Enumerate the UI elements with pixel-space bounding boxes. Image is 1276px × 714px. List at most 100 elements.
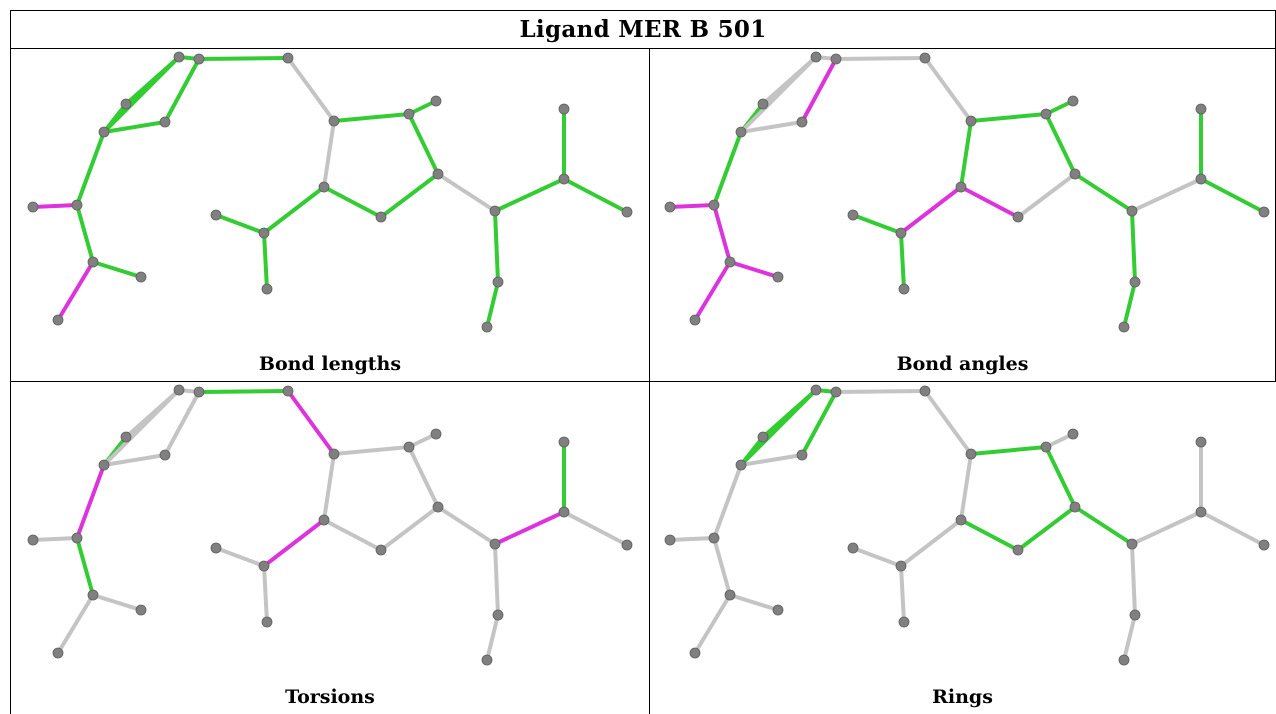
atom: [71, 199, 83, 211]
bond: [286, 389, 336, 456]
atom: [1258, 539, 1270, 551]
atom: [52, 647, 64, 659]
bond: [1130, 510, 1203, 546]
bond: [834, 389, 927, 394]
border-middle: [10, 381, 1276, 382]
bond: [668, 203, 716, 209]
bond: [31, 536, 79, 542]
atom: [689, 314, 701, 326]
atom: [796, 116, 808, 128]
atom: [830, 386, 842, 398]
atom: [689, 647, 701, 659]
bond: [969, 112, 1048, 123]
atom: [1126, 205, 1138, 217]
border-top: [10, 10, 1276, 11]
atom: [489, 538, 501, 550]
bond: [436, 172, 497, 213]
atom: [757, 431, 769, 443]
atom: [895, 560, 907, 572]
bond: [163, 57, 201, 124]
atom: [1126, 538, 1138, 550]
bond: [1122, 613, 1137, 662]
bond: [75, 463, 106, 540]
bond: [332, 112, 411, 123]
bond: [31, 203, 79, 209]
atom: [724, 256, 736, 268]
atom: [919, 52, 931, 64]
atom: [282, 385, 294, 397]
atom: [847, 542, 859, 554]
atom: [810, 51, 822, 63]
bond: [969, 445, 1048, 456]
border-left: [10, 10, 11, 714]
bond: [436, 505, 497, 546]
molecule-bond-lengths: [27, 51, 633, 333]
bond: [332, 445, 411, 456]
atom: [27, 201, 39, 213]
atom: [87, 256, 99, 268]
bond: [712, 203, 732, 264]
atom: [898, 283, 910, 295]
atom: [98, 459, 110, 471]
atom: [481, 321, 493, 333]
atom: [210, 542, 222, 554]
bond: [493, 510, 566, 546]
bond: [197, 56, 290, 61]
atom: [481, 654, 493, 666]
atom: [403, 441, 415, 453]
atom: [1258, 206, 1270, 218]
bond: [712, 536, 732, 597]
bond: [493, 542, 500, 617]
bond: [56, 593, 95, 655]
bond: [91, 260, 143, 279]
atom: [492, 276, 504, 288]
atom: [173, 384, 185, 396]
bond: [1016, 172, 1077, 219]
bond: [91, 593, 143, 612]
atom: [492, 609, 504, 621]
atom: [210, 209, 222, 221]
bond: [693, 593, 732, 655]
bond: [262, 564, 269, 624]
atom: [810, 384, 822, 396]
panel-caption: Rings: [932, 686, 993, 708]
atom: [193, 53, 205, 65]
atom: [489, 205, 501, 217]
atom: [258, 227, 270, 239]
bond: [959, 119, 973, 189]
bond: [163, 390, 201, 457]
panel-rings: Rings: [650, 382, 1275, 714]
bond: [739, 453, 804, 467]
bond: [379, 505, 440, 552]
bond: [562, 510, 629, 547]
atom: [261, 283, 273, 295]
atom: [1195, 103, 1207, 115]
atom: [1012, 211, 1024, 223]
bond: [668, 536, 716, 542]
atom: [1067, 95, 1079, 107]
bond: [197, 389, 290, 394]
atom: [664, 534, 676, 546]
bond: [739, 120, 804, 134]
bond: [899, 185, 963, 235]
atom: [328, 115, 340, 127]
atom: [757, 98, 769, 110]
atom: [87, 589, 99, 601]
figure-title: Ligand MER B 501: [519, 15, 767, 43]
atom: [772, 271, 784, 283]
panel-caption: Bond lengths: [258, 353, 402, 375]
bond: [262, 231, 269, 291]
atom: [1118, 654, 1130, 666]
atom: [432, 501, 444, 513]
atom: [328, 448, 340, 460]
atom: [258, 560, 270, 572]
molecule-bond-angles: [664, 51, 1270, 333]
atom: [965, 115, 977, 127]
atom: [282, 52, 294, 64]
atom: [895, 227, 907, 239]
panel-torsions: Torsions: [11, 382, 649, 714]
atom: [1040, 441, 1052, 453]
atom: [159, 449, 171, 461]
atom: [621, 539, 633, 551]
atom: [735, 126, 747, 138]
